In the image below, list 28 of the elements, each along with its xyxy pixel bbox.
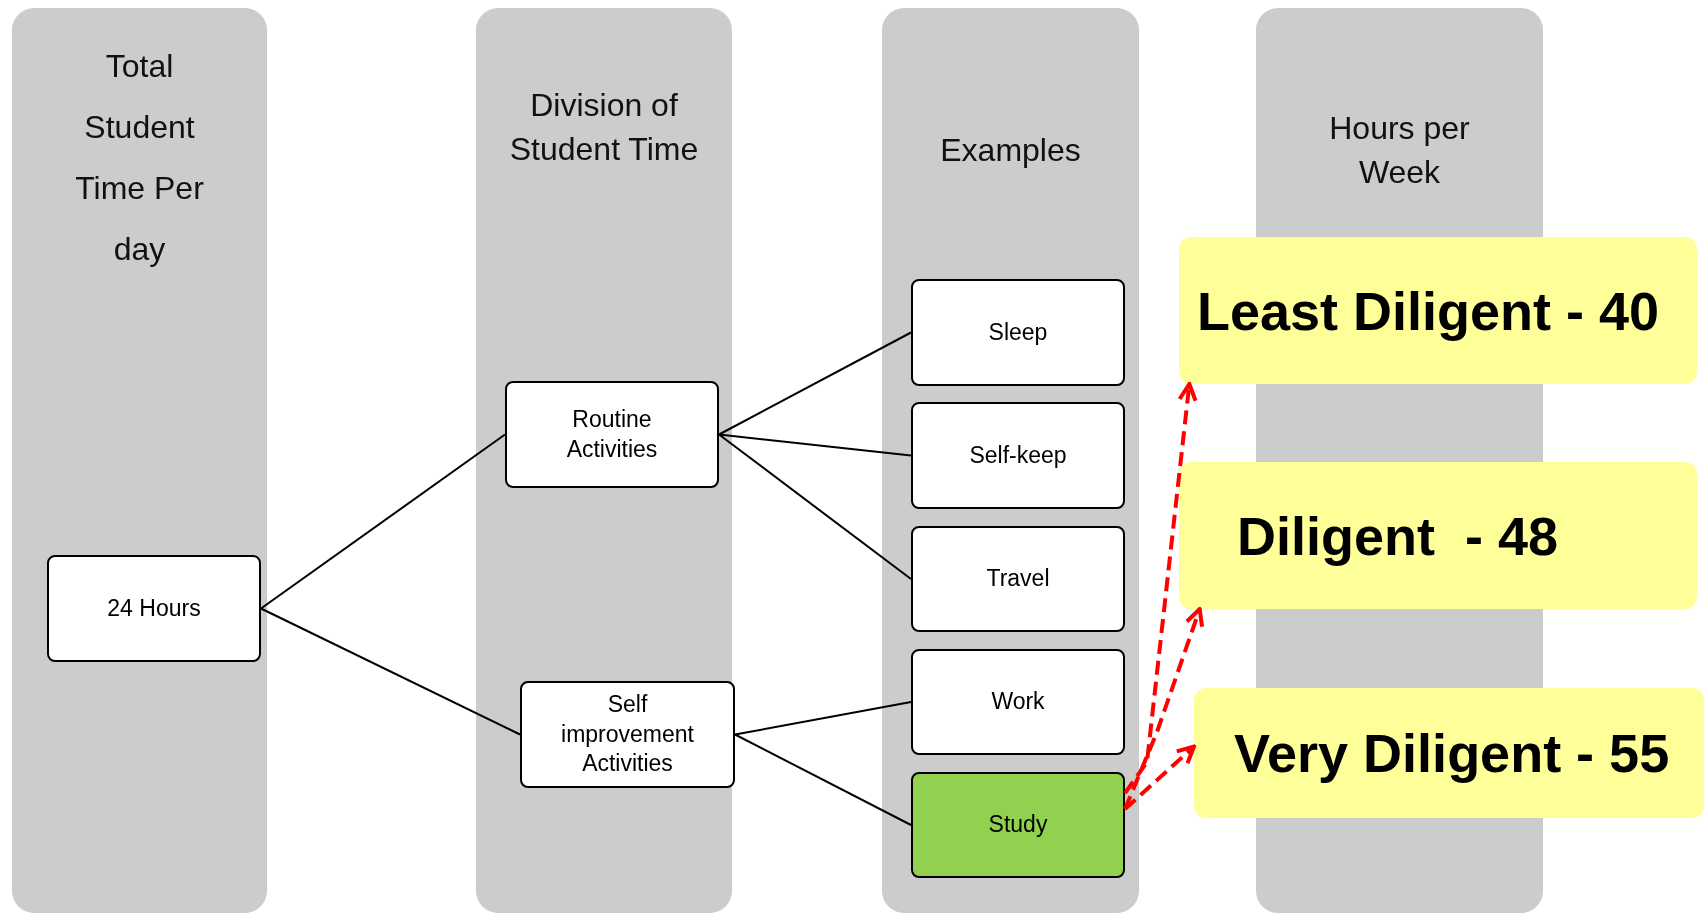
connector-line bbox=[260, 607, 521, 736]
column-band bbox=[476, 8, 732, 913]
arrow bbox=[1123, 744, 1196, 811]
connector-line bbox=[260, 433, 506, 610]
column-heading: Division of Student Time bbox=[508, 86, 700, 169]
highlight-box: Very Diligent - 55 bbox=[1194, 688, 1704, 818]
arrow bbox=[1123, 382, 1198, 795]
column-heading: Examples bbox=[939, 131, 1082, 170]
process-box: Work bbox=[911, 649, 1125, 755]
connector-line bbox=[718, 433, 912, 580]
process-box: Travel bbox=[911, 526, 1125, 632]
column-band bbox=[12, 8, 267, 913]
highlight-box: Diligent - 48 bbox=[1179, 462, 1697, 609]
process-box: Self improvement Activities bbox=[520, 681, 735, 788]
process-box: Self-keep bbox=[911, 402, 1125, 509]
connector-line bbox=[718, 433, 912, 457]
process-box: 24 Hours bbox=[47, 555, 261, 662]
highlight-box: Least Diligent - 40 bbox=[1179, 237, 1697, 384]
process-box: Sleep bbox=[911, 279, 1125, 386]
arrow bbox=[1123, 607, 1205, 810]
highlighted-process-box: Study bbox=[911, 772, 1125, 878]
column-heading: Total Student Time Per day bbox=[74, 47, 205, 269]
connector-line bbox=[718, 331, 912, 436]
process-box: Routine Activities bbox=[505, 381, 719, 488]
column-heading: Hours per Week bbox=[1328, 109, 1471, 192]
connector-line bbox=[734, 733, 912, 826]
column-band bbox=[882, 8, 1139, 913]
connector-line bbox=[734, 701, 912, 736]
